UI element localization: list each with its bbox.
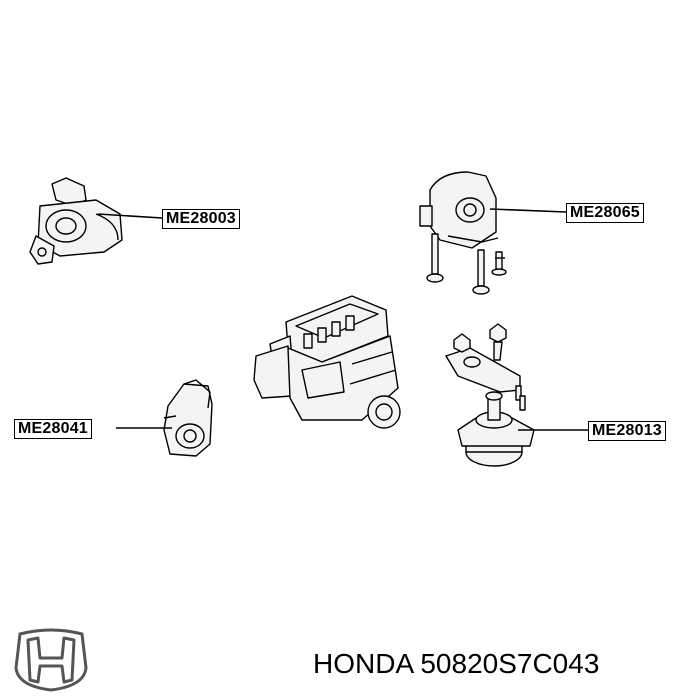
engine-drawing: [253, 295, 401, 429]
leader-me28065: [489, 208, 567, 213]
leader-me28003: [97, 213, 163, 219]
part-label-me28003: ME28003: [162, 209, 240, 229]
honda-h-logo-icon: [14, 628, 88, 692]
brand-part-number-caption: HONDA 50820S7C043: [313, 648, 600, 679]
part-me28041-drawing: [163, 379, 213, 457]
part-label-me28013: ME28013: [588, 421, 666, 441]
part-me28013-drawing: [445, 323, 535, 467]
part-me28065-drawing: [419, 171, 507, 295]
part-label-me28041: ME28041: [14, 419, 92, 439]
part-me28003-drawing: [29, 177, 123, 265]
part-label-me28065: ME28065: [566, 203, 644, 223]
